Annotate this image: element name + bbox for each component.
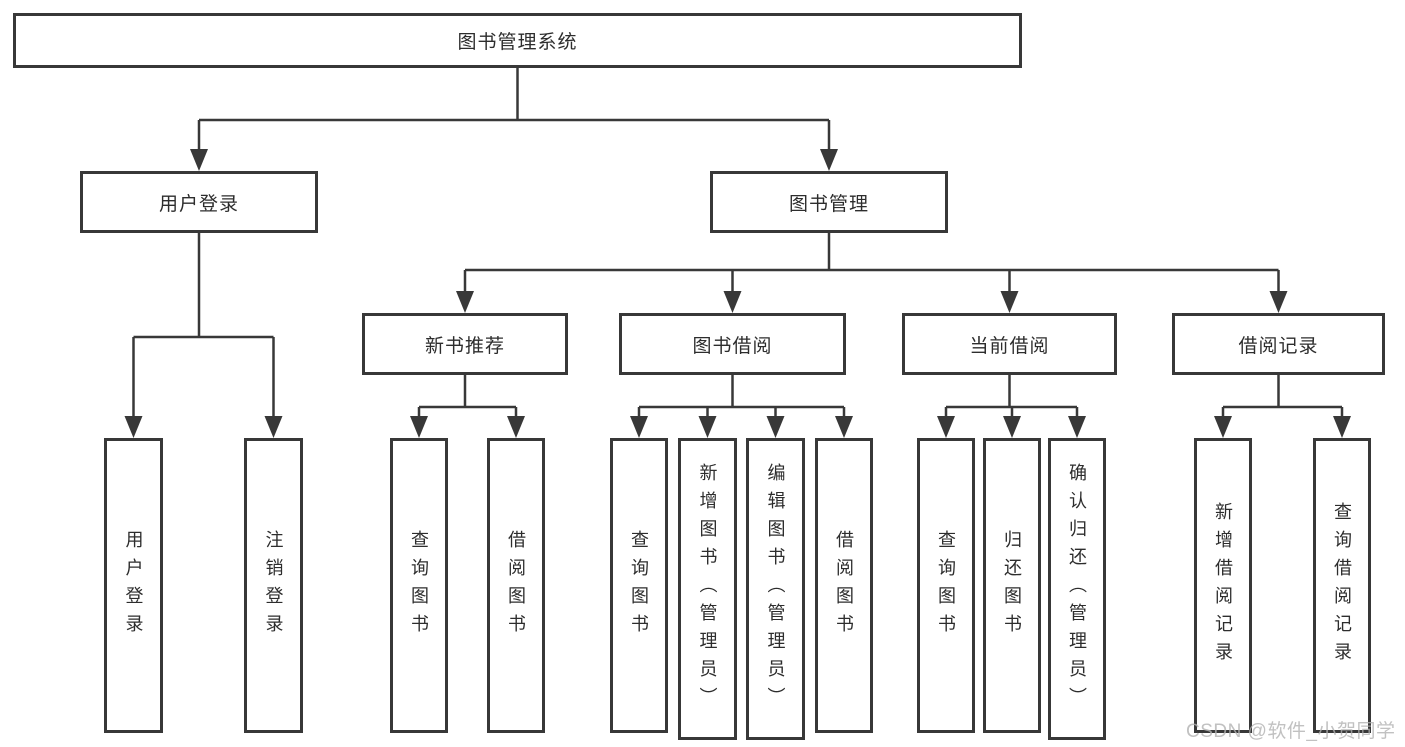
leaf-user-login: 用户登录 xyxy=(104,438,163,733)
node-label: 新增借阅记录 xyxy=(1213,501,1233,670)
node-label: 图书借阅 xyxy=(692,335,773,357)
node-label: 新书推荐 xyxy=(424,335,505,357)
node-label: 查询借阅记录 xyxy=(1332,501,1352,670)
node-label: 图书管理 xyxy=(788,193,869,215)
node-label: 归还图书 xyxy=(1002,529,1022,642)
node-new-book-recommend: 新书推荐 xyxy=(362,313,568,375)
node-label: 查询图书 xyxy=(629,529,649,642)
node-label: 借阅图书 xyxy=(506,529,526,642)
node-library-management-system: 图书管理系统 xyxy=(13,13,1022,68)
leaf-query-books-borrow: 查询图书 xyxy=(610,438,668,733)
leaf-query-books-current: 查询图书 xyxy=(917,438,975,733)
node-label: 编辑图书（管理员） xyxy=(765,463,786,715)
leaf-query-borrow-record: 查询借阅记录 xyxy=(1313,438,1371,733)
node-label: 确认归还（管理员） xyxy=(1067,463,1087,715)
leaf-return-books: 归还图书 xyxy=(983,438,1041,733)
leaf-query-books-recommend: 查询图书 xyxy=(390,438,448,733)
leaf-borrow-books-recommend: 借阅图书 xyxy=(487,438,545,733)
node-book-management: 图书管理 xyxy=(710,171,948,233)
leaf-add-books-admin: 新增图书（管理员） xyxy=(678,438,737,740)
leaf-add-borrow-record: 新增借阅记录 xyxy=(1194,438,1252,733)
node-current-borrow: 当前借阅 xyxy=(902,313,1117,375)
node-book-borrow: 图书借阅 xyxy=(619,313,846,375)
node-label: 用户登录 xyxy=(158,193,239,215)
arrowheads xyxy=(124,149,1351,438)
node-label: 图书管理系统 xyxy=(457,32,578,53)
node-label: 注销登录 xyxy=(263,529,284,642)
node-user-login: 用户登录 xyxy=(80,171,318,233)
leaf-confirm-return-admin: 确认归还（管理员） xyxy=(1048,438,1106,740)
leaf-logout: 注销登录 xyxy=(244,438,303,733)
node-label: 新增图书（管理员） xyxy=(697,463,718,715)
node-label: 借阅记录 xyxy=(1238,335,1319,357)
node-label: 用户登录 xyxy=(123,529,144,642)
node-label: 查询图书 xyxy=(409,529,429,642)
leaf-borrow-books: 借阅图书 xyxy=(815,438,873,733)
csdn-watermark: CSDN @软件_小贺同学 xyxy=(1186,721,1396,742)
node-label: 查询图书 xyxy=(936,529,956,642)
node-borrow-records: 借阅记录 xyxy=(1172,313,1385,375)
node-label: 当前借阅 xyxy=(969,335,1050,357)
leaf-edit-books-admin: 编辑图书（管理员） xyxy=(746,438,805,740)
node-label: 借阅图书 xyxy=(834,529,854,642)
